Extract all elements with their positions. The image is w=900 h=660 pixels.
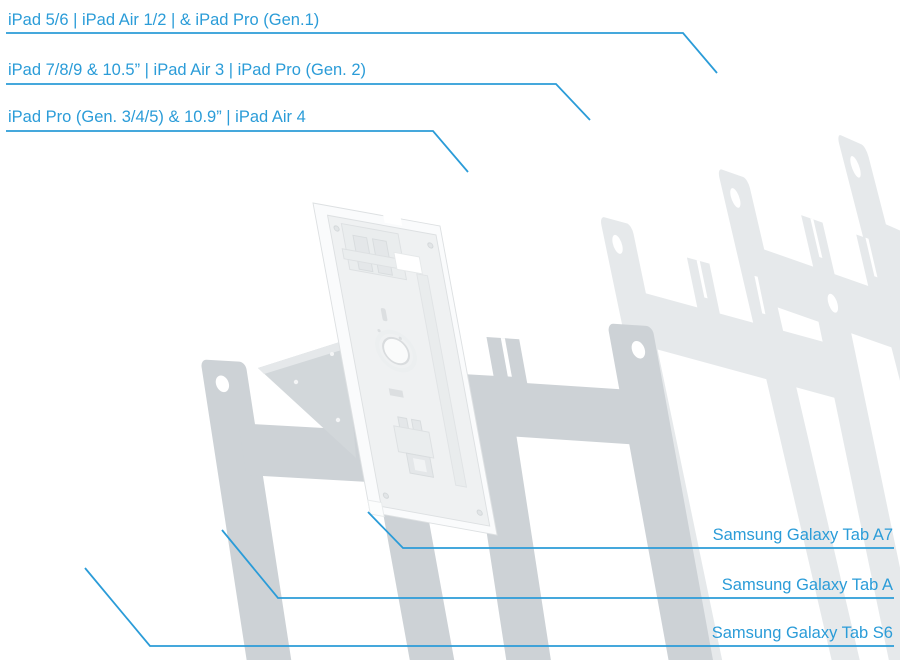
screw-hole bbox=[382, 492, 389, 499]
leader-line-galaxy-tab-a bbox=[221, 529, 894, 599]
latch-release bbox=[412, 458, 427, 473]
callout-galaxy-tab-a: Samsung Galaxy Tab A bbox=[721, 576, 893, 594]
window-cutout bbox=[393, 251, 423, 275]
bottom-latch bbox=[393, 416, 435, 478]
screw-hole bbox=[333, 225, 340, 232]
cable-hole bbox=[375, 329, 417, 373]
callout-galaxy-tab-s6: Samsung Galaxy Tab S6 bbox=[711, 624, 893, 642]
enclosure bbox=[312, 202, 498, 536]
wall-bracket bbox=[258, 340, 356, 458]
top-edge-notch bbox=[383, 214, 403, 226]
callout-ipad-pro-gen345: iPad Pro (Gen. 3/4/5) & 10.9” | iPad Air… bbox=[8, 108, 306, 126]
leader-line-galaxy-tab-a7 bbox=[367, 511, 894, 549]
enclosure-foot bbox=[367, 499, 385, 518]
screw-hole bbox=[476, 509, 483, 516]
inner-rail bbox=[416, 273, 468, 488]
slot-cutout bbox=[380, 308, 388, 322]
screw-hole bbox=[427, 242, 434, 249]
leader-line-galaxy-tab-s6 bbox=[84, 567, 894, 647]
leader-line-ipad-pro-gen345 bbox=[6, 130, 469, 173]
label-recess bbox=[388, 388, 404, 398]
pin-hole bbox=[377, 328, 381, 333]
leader-line-ipad-7-8-9 bbox=[6, 83, 591, 121]
leader-line-ipad-5-6 bbox=[6, 32, 718, 74]
callout-ipad-7-8-9: iPad 7/8/9 & 10.5” | iPad Air 3 | iPad P… bbox=[8, 61, 367, 79]
callout-ipad-5-6: iPad 5/6 | iPad Air 1/2 | & iPad Pro (Ge… bbox=[8, 11, 320, 29]
callout-galaxy-tab-a7: Samsung Galaxy Tab A7 bbox=[712, 526, 893, 544]
pin-hole bbox=[398, 336, 402, 340]
